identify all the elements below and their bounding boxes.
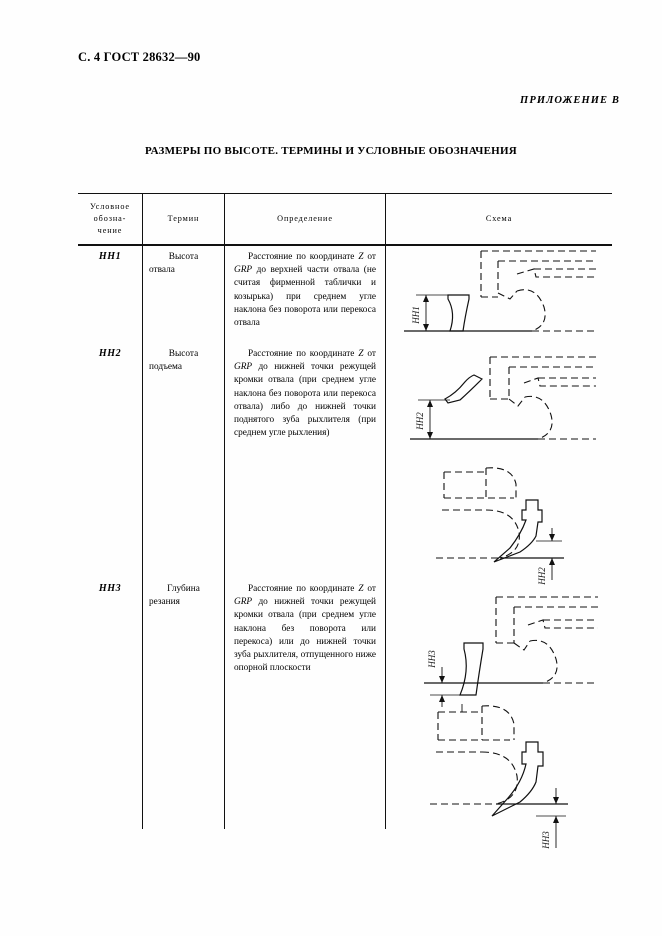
schema-hh3-ripper: HH3 bbox=[386, 698, 612, 858]
table-row-definition: Расстояние по координате Z от GRP до ниж… bbox=[234, 584, 376, 674]
table-top-rule bbox=[78, 193, 612, 194]
table-row-term: Высота подъема bbox=[143, 348, 224, 374]
table-row-term: Глубина резания bbox=[143, 583, 224, 609]
column-header-definition: Определение bbox=[277, 214, 333, 224]
term-line-1: Высота bbox=[168, 349, 199, 359]
column-header-symbol-text: Условное обозна-чение bbox=[90, 202, 130, 235]
schema-hh2-blade: HH2 bbox=[386, 353, 612, 458]
term-line-2: резания bbox=[149, 596, 180, 607]
table-column-divider-1 bbox=[142, 194, 143, 829]
table-row-symbol: HH2 bbox=[98, 348, 122, 359]
dimension-label-hh1: HH1 bbox=[411, 306, 421, 325]
page-title: РАЗМЕРЫ ПО ВЫСОТЕ. ТЕРМИНЫ И УСЛОВНЫЕ ОБ… bbox=[145, 145, 517, 157]
dimension-label-hh3: HH3 bbox=[427, 650, 437, 669]
term-line-2: отвала bbox=[149, 264, 175, 275]
dimension-label-hh3: HH3 bbox=[541, 831, 551, 850]
column-header-term: Термин bbox=[167, 214, 200, 224]
table-row-symbol: HH1 bbox=[98, 251, 122, 262]
term-line-2: подъема bbox=[149, 361, 182, 372]
terms-table: Условное обозна-чение Термин Определение… bbox=[78, 193, 612, 850]
table-column-divider-3 bbox=[385, 194, 386, 829]
table-row-symbol: HH3 bbox=[98, 583, 122, 594]
dimension-label-hh2: HH2 bbox=[537, 567, 547, 586]
term-line-1: Высота bbox=[168, 252, 199, 262]
schema-hh1-blade: HH1 bbox=[386, 247, 612, 352]
schema-hh3-blade: HH3 bbox=[386, 591, 612, 711]
table-row-definition: Расстояние по координате Z от GRP до вер… bbox=[234, 252, 376, 328]
dimension-label-hh2: HH2 bbox=[415, 412, 425, 431]
table-header-rule bbox=[78, 244, 612, 246]
schema-hh2-ripper: HH2 bbox=[386, 458, 612, 588]
table-row-term: Высота отвала bbox=[143, 251, 224, 277]
column-header-schema: Схема bbox=[485, 214, 513, 224]
table-column-divider-2 bbox=[224, 194, 225, 829]
page-header-label: С. 4 ГОСТ 28632—90 bbox=[78, 50, 201, 64]
term-line-1: Глубина bbox=[167, 584, 200, 594]
table-row-definition: Расстояние по координате Z от GRP до ниж… bbox=[234, 349, 376, 439]
column-header-symbol: Условное обозна-чение bbox=[78, 194, 142, 244]
appendix-label: ПРИЛОЖЕНИЕ В bbox=[520, 95, 620, 106]
